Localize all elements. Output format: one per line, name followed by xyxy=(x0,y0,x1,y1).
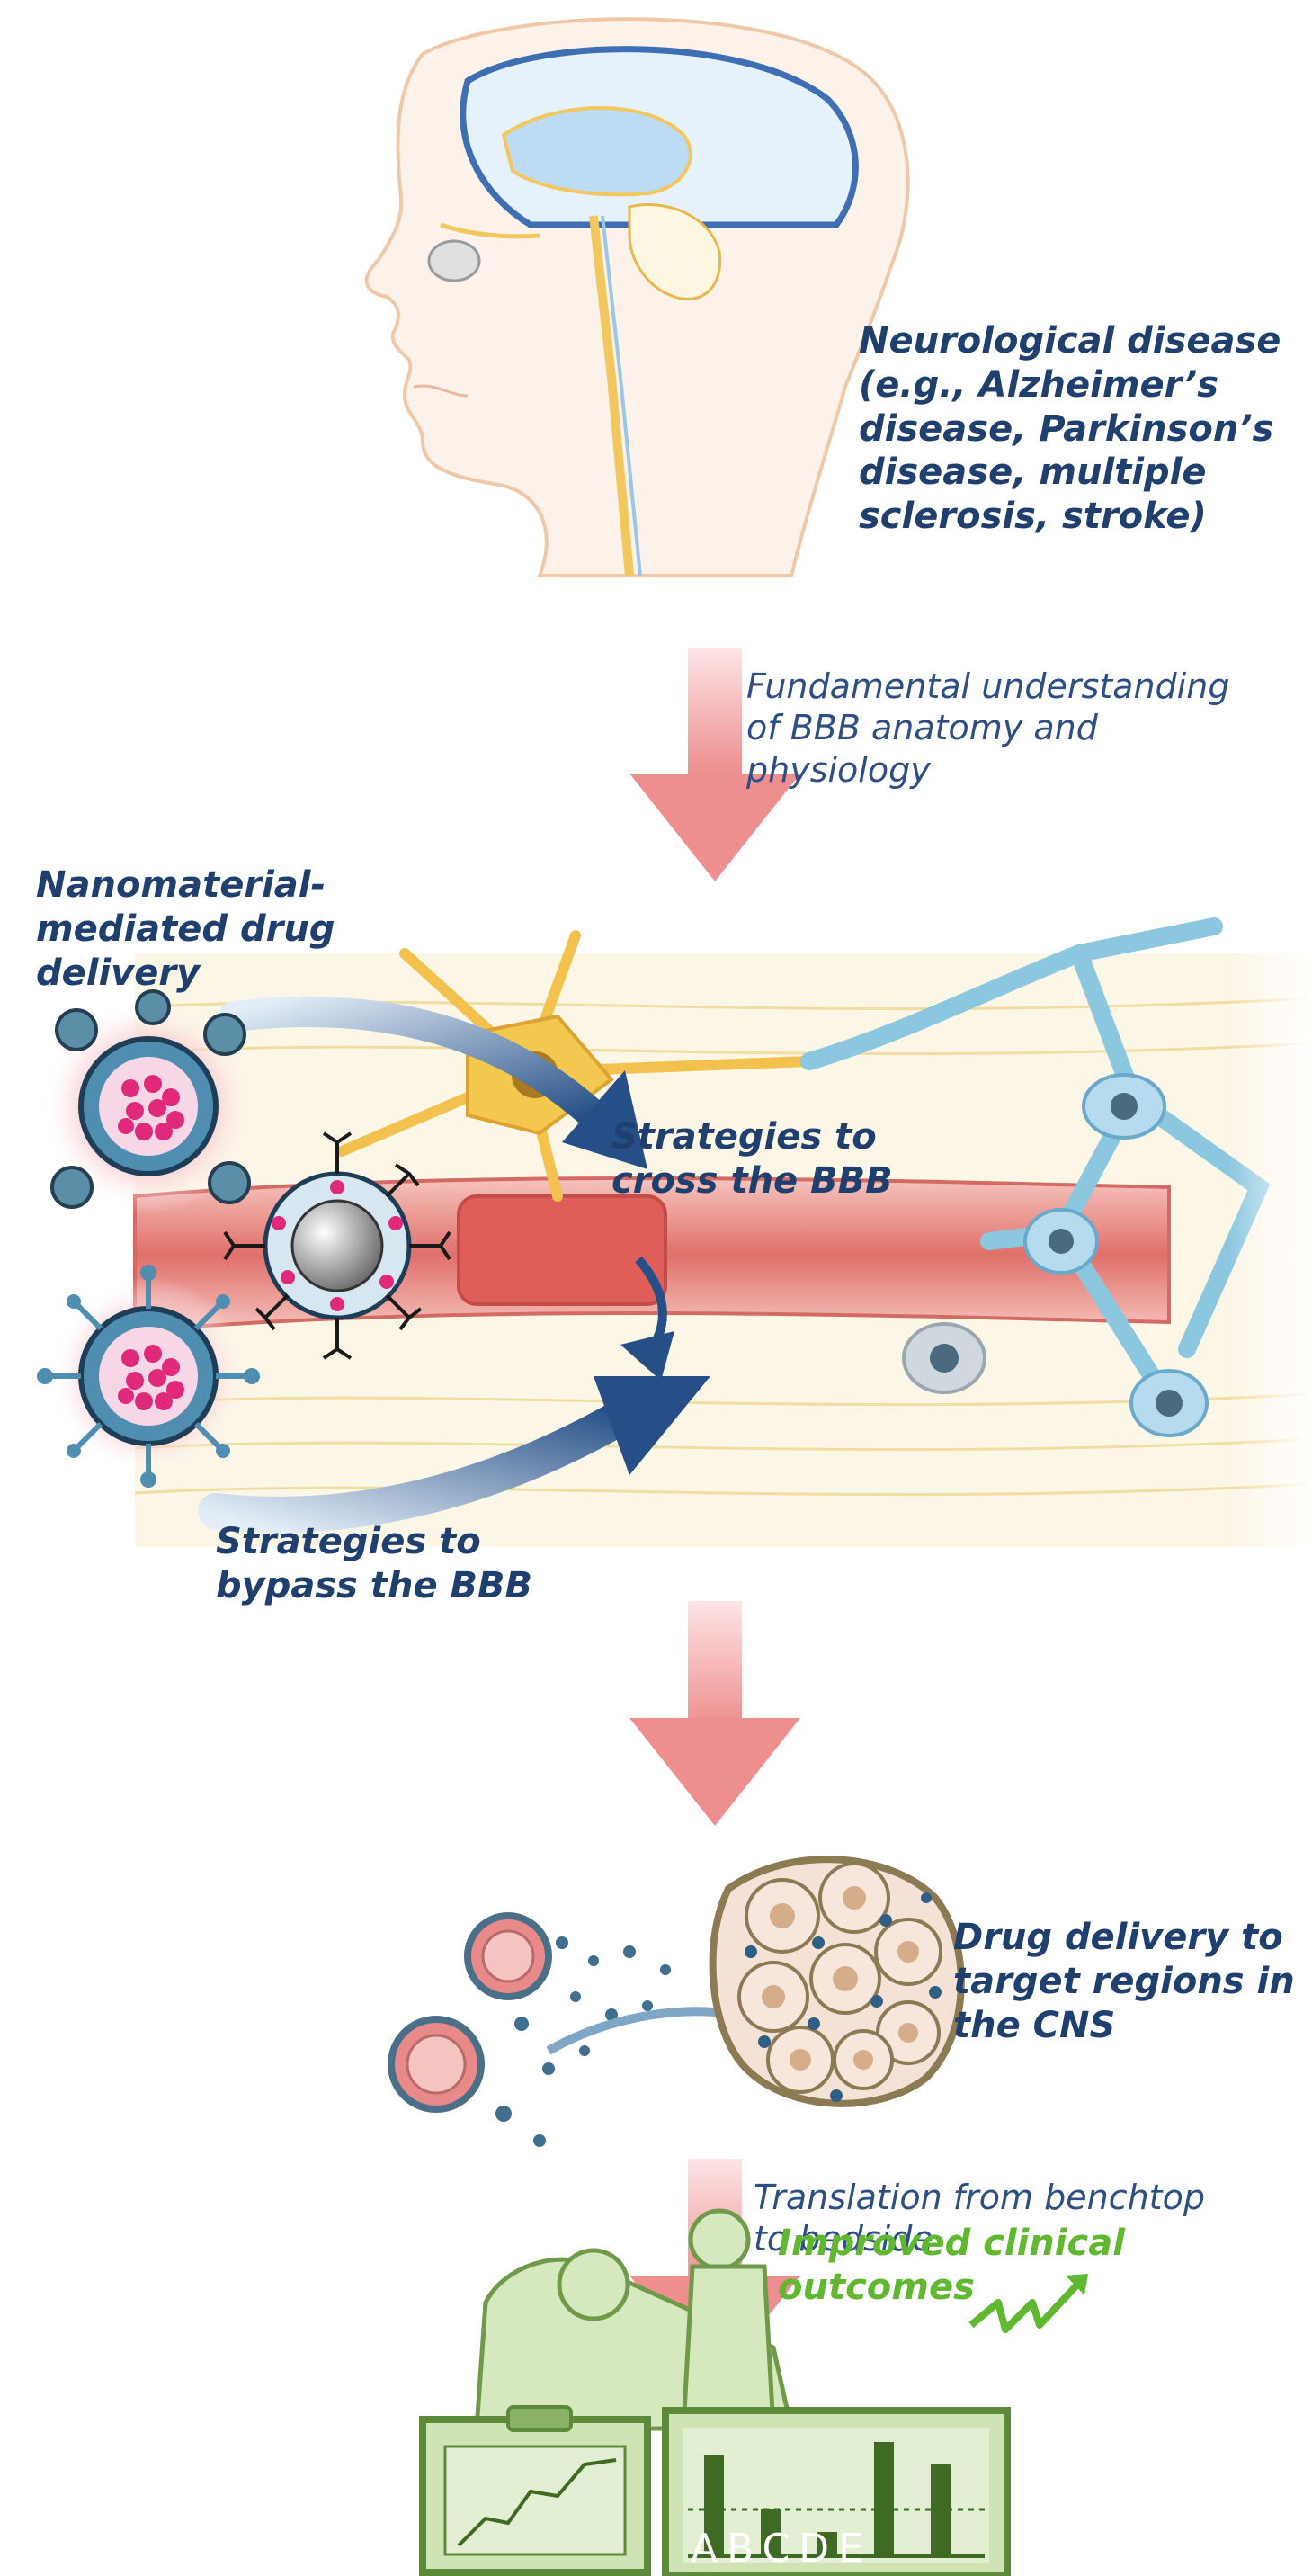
bar-chart-icon xyxy=(662,2407,1011,2576)
nanomaterial-label: Nanomaterial-mediated drug delivery xyxy=(36,864,335,994)
bypass-arrow xyxy=(198,1376,710,1533)
neurological-disease-label: Neurological disease (e.g., Alzheimer’s … xyxy=(859,320,1281,538)
clinical-outcomes-label: Improved clinical outcomes xyxy=(778,2223,1125,2308)
cross-arrow xyxy=(219,996,674,1381)
patient-bed-icon xyxy=(474,2208,795,2431)
bypass-bbb-label: Strategies to bypass the BBB xyxy=(216,1521,532,1606)
drug-delivery-label: Drug delivery to target regions in the C… xyxy=(953,1917,1295,2046)
down-arrow-2 xyxy=(629,1601,800,1826)
cell-cluster-icon xyxy=(709,1856,965,2107)
zigzag-up-icon xyxy=(968,2274,1088,2333)
down-arrow-1 xyxy=(629,648,800,881)
head-brain-icon xyxy=(364,17,910,577)
fundamental-understanding-label: Fundamental understanding of BBB anatomy… xyxy=(746,666,1230,790)
nanoparticle-icon xyxy=(37,989,451,1488)
translation-label: Translation from benchtop to bedside xyxy=(754,2178,1205,2259)
clipboard-chart-icon xyxy=(419,2405,651,2576)
cross-bbb-label: Strategies to cross the BBB xyxy=(611,1116,893,1202)
bar-chart-axis-labels: ABCDE xyxy=(691,2526,872,2572)
